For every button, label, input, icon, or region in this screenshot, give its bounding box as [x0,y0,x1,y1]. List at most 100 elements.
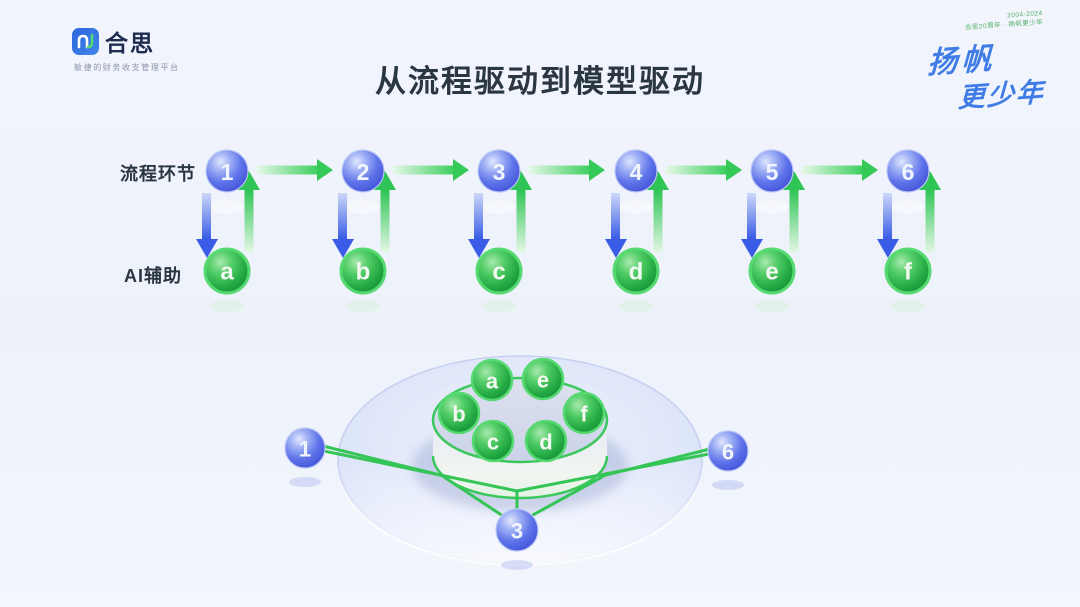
reflection [619,300,653,312]
reflection [501,560,533,570]
down-arrow-shaft [747,193,756,239]
flow-step-1: 1 a [196,149,333,312]
flow-step-5: 5 e [741,149,878,312]
process-node-number: 6 [902,159,915,185]
ai-node-circle [203,247,251,295]
down-arrow-head [196,239,218,258]
ai-node-circle [475,247,523,295]
flow-step-2: 2 b [332,149,469,312]
up-arrow-shaft [516,190,526,252]
down-arrow-head [468,239,490,258]
platform-sphere-c: c [471,419,515,463]
up-arrow-head [510,171,532,190]
outer-node-number: 1 [299,437,311,462]
process-node-number: 3 [493,159,506,185]
hesi-logo-icon [72,27,99,55]
next-arrow-head [453,159,469,181]
ai-node-letter: d [629,259,644,286]
process-node-number: 2 [357,159,370,185]
reflection [892,200,924,214]
ai-node-circle [884,247,932,295]
reflection [482,300,516,312]
next-arrow-head [726,159,742,181]
ai-node-letter: b [356,259,371,286]
process-node-circle [205,149,249,193]
process-node-circle [341,149,385,193]
flow-step-6: 6 f [877,149,941,312]
platform-sphere-a: a [470,358,514,402]
next-arrow-shaft [529,165,589,175]
down-arrow-shaft [202,193,211,239]
network-lines [321,444,712,518]
reflection [756,200,788,214]
platform-sphere-label: a [486,369,499,394]
brand-tagline: 敏捷的财务收支管理平台 [74,63,180,72]
brand-logo: 合思 敏捷的财务收支管理平台 [72,24,180,73]
up-arrow-shaft [925,190,935,252]
platform-sphere-e: e [521,357,565,401]
down-arrow-head [332,239,354,258]
process-node-circle [886,149,930,193]
ai-node-letter: a [220,259,234,286]
process-node-circle [750,149,794,193]
up-arrow-head [647,171,669,190]
up-arrow-shaft [244,190,254,252]
outer-node-number: 6 [722,440,734,465]
flow-row-label-ai: AI辅助 [124,266,182,286]
down-arrow-shaft [338,193,347,239]
platform-sphere-b: b [437,391,481,435]
down-arrow-shaft [611,193,620,239]
outer-node-1: 1 [284,427,326,469]
down-arrow-shaft [474,193,483,239]
next-arrow-head [589,159,605,181]
process-node-circle [477,149,521,193]
platform-sphere-label: d [539,430,552,455]
down-arrow-head [605,239,627,258]
down-arrow-shaft [883,193,892,239]
ai-node-circle [748,247,796,295]
outer-node-3: 3 [495,508,539,552]
next-arrow-shaft [666,165,726,175]
up-arrow-shaft [789,190,799,252]
outer-node-6: 6 [707,430,749,472]
down-arrow-head [741,239,763,258]
ai-node-letter: e [765,259,778,286]
platform-sphere-f: f [562,391,606,435]
platform-sphere-label: f [580,402,588,427]
next-arrow-shaft [257,165,317,175]
flow-step-4: 4 d [605,149,742,312]
platform-sphere-label: b [452,402,465,427]
next-arrow-head [317,159,333,181]
reflection [289,477,321,487]
next-arrow-shaft [393,165,453,175]
reflection [712,480,744,490]
process-node-number: 1 [221,159,234,185]
platform-sphere-label: e [537,368,549,393]
platform-sphere-label: c [487,430,499,455]
reflection [211,200,243,214]
reflection [210,300,244,312]
process-node-circle [614,149,658,193]
process-node-number: 4 [630,159,643,185]
up-arrow-shaft [653,190,663,252]
down-arrow-head [877,239,899,258]
up-arrow-head [919,171,941,190]
reflection [346,300,380,312]
flow-row-label-process: 流程环节 [120,164,196,184]
process-node-number: 5 [766,159,779,185]
reflection [891,300,925,312]
outer-node-number: 3 [511,519,523,544]
up-arrow-head [783,171,805,190]
ai-node-letter: f [904,259,913,286]
brand-name: 合思 [105,30,155,56]
ai-node-letter: c [492,259,505,286]
page-title: 从流程驱动到模型驱动 [375,64,705,99]
up-arrow-head [238,171,260,190]
next-arrow-shaft [802,165,862,175]
reflection [347,200,379,214]
ai-node-circle [339,247,387,295]
reflection [620,200,652,214]
platform-sphere-d: d [524,419,568,463]
